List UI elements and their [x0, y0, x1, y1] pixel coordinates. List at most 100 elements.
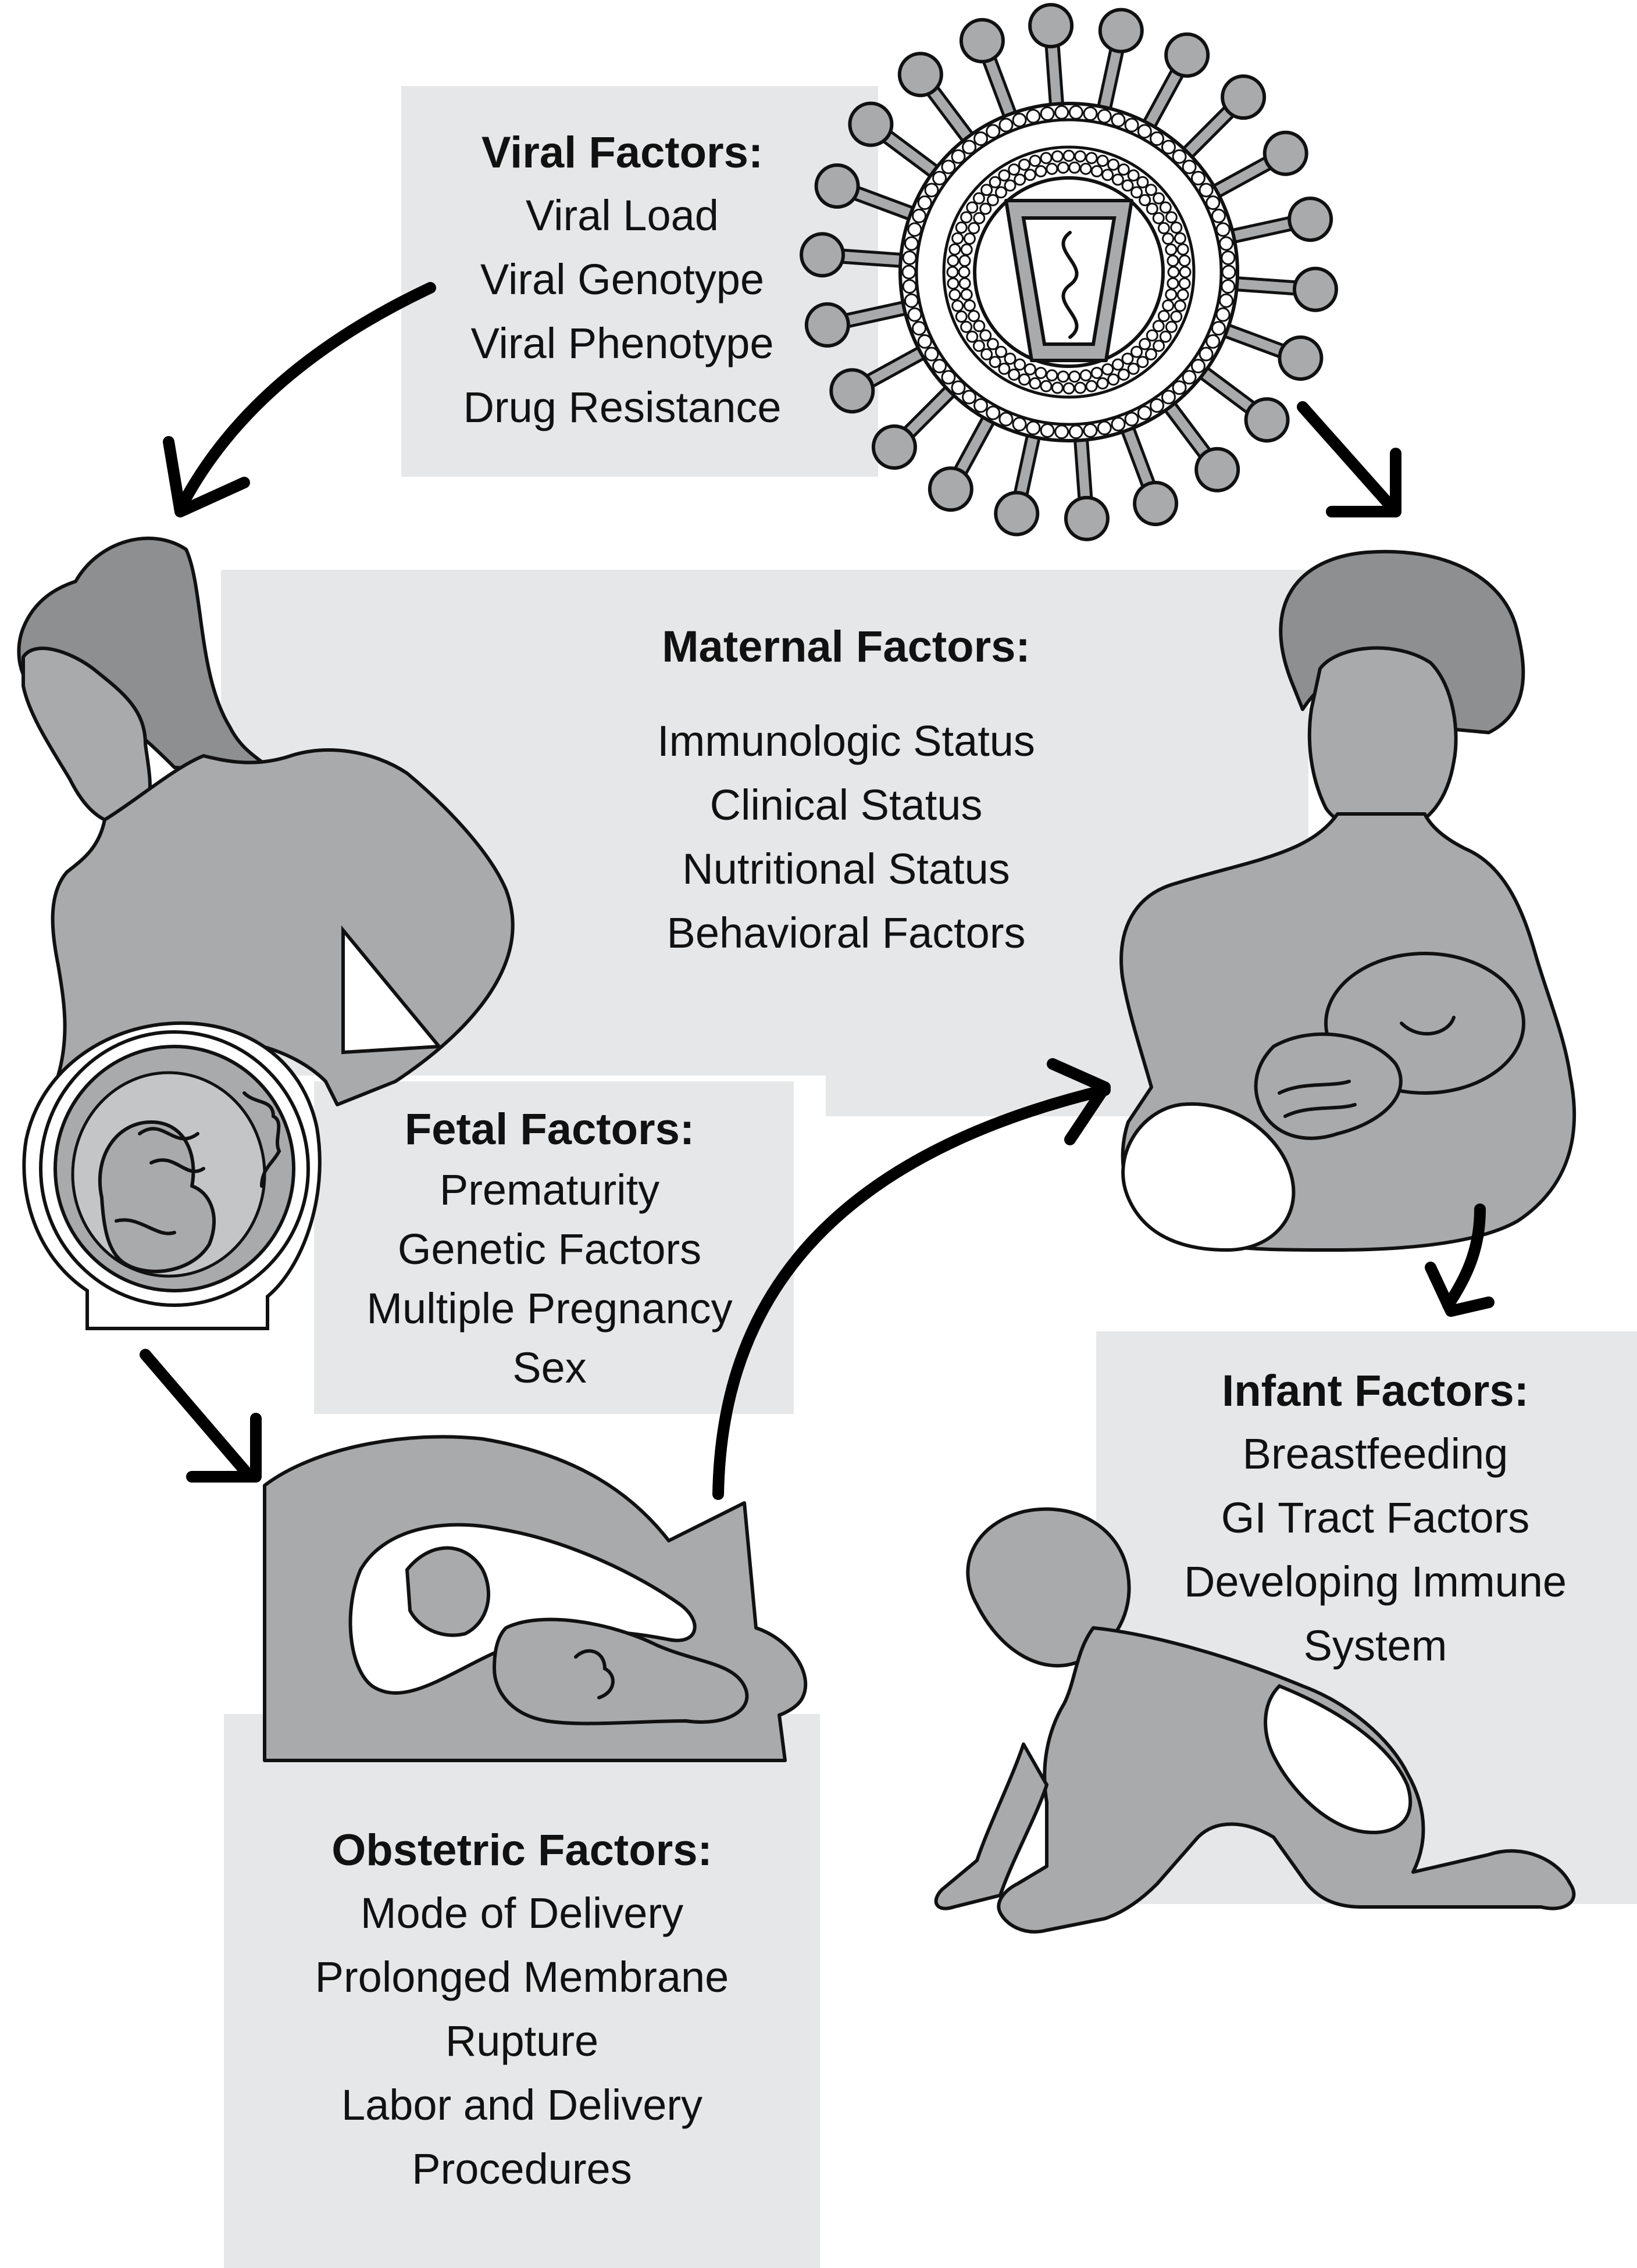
virus-membrane-dot: [1130, 186, 1143, 199]
virus-spike-fill: [1199, 367, 1258, 415]
virus-membrane-dot: [1004, 179, 1017, 192]
virus-membrane-dot: [989, 176, 1001, 188]
virus-spike-fill: [836, 251, 904, 266]
virus-membrane-dot: [1121, 352, 1134, 365]
virus-membrane-dot: [1083, 423, 1098, 438]
virus-spike-fill: [1233, 278, 1301, 293]
virus-spike-fill: [1222, 325, 1289, 358]
crawling-infant-icon: [934, 1507, 1576, 1934]
viral-factors-text: Viral Factors: Viral Load Viral Genotype…: [407, 122, 837, 440]
virus-membrane-dot: [1035, 165, 1047, 178]
virus-membrane-dot: [1149, 398, 1164, 413]
virus-membrane-dot: [979, 202, 992, 215]
virus-membrane-dot: [1161, 390, 1176, 405]
virus-membrane-dot: [951, 299, 964, 312]
virus-membrane-dot: [955, 221, 968, 234]
virus-membrane-dot: [1157, 310, 1170, 323]
virus-membrane-dot: [1068, 161, 1081, 174]
virus-membrane-dot: [1199, 183, 1214, 198]
virus-spike-knob: [1133, 480, 1179, 526]
virus-membrane-dot: [1026, 420, 1041, 435]
infant-factors-title: Infant Factors:: [1222, 1366, 1529, 1416]
maternal-factor-item: Clinical Status: [709, 781, 983, 829]
breastfeeding-mother-icon: [1119, 549, 1577, 1252]
fetal-factor-item: Multiple Pregnancy: [366, 1284, 733, 1333]
virus-spike-knob: [829, 368, 875, 414]
virus-membrane-dot: [1023, 363, 1036, 376]
virus-membrane-dot: [1040, 152, 1053, 165]
virus-membrane-dot: [1153, 192, 1165, 205]
virus-membrane-dot: [1144, 348, 1157, 360]
virus-membrane-dot: [979, 329, 992, 342]
virus-spike-fill: [1122, 426, 1155, 492]
virus-membrane-dot: [986, 124, 1001, 139]
virus-membrane-dot: [1054, 105, 1069, 120]
virus-membrane-dot: [1117, 163, 1130, 176]
virus-membrane-dot: [1219, 293, 1234, 308]
virus-membrane-dot: [1157, 222, 1170, 234]
virus-membrane-dot: [951, 149, 966, 164]
virus-membrane-dot: [907, 307, 922, 322]
virus-membrane-dot: [1111, 358, 1124, 371]
arrow-breastfeeding-mother-to-infant: [1442, 1203, 1486, 1311]
virus-membrane-dot: [1014, 358, 1026, 371]
obstetric-factors-panel: [224, 1714, 820, 2268]
virus-membrane-dot: [1179, 266, 1192, 278]
virus-membrane-dot: [1199, 347, 1214, 362]
virus-spike-fill: [1182, 104, 1237, 158]
virus-membrane-dot: [1121, 179, 1134, 192]
virus-membrane-dot: [1127, 169, 1140, 182]
virus-membrane-dot: [958, 266, 971, 278]
virus-membrane-dot: [1137, 124, 1152, 139]
arrowhead-virus-to-pregnant-woman: [163, 436, 250, 517]
virus-membrane-dot: [1111, 112, 1126, 127]
virus-membrane-dot: [960, 243, 973, 256]
virus-spike-knob: [1164, 32, 1210, 78]
virus-membrane-dot: [963, 233, 976, 245]
virus-membrane-dot: [1172, 380, 1187, 395]
virus-membrane-dot: [1018, 158, 1030, 171]
virus-membrane-dot: [1221, 279, 1236, 294]
virus-spike-knob: [1064, 495, 1110, 541]
virus-spike-fill: [879, 129, 939, 177]
virus-membrane-dot: [963, 299, 976, 312]
infant-factors-text: Infant Factors: Breastfeeding GI Tract F…: [1125, 1360, 1625, 1678]
virus-membrane-dot: [1012, 112, 1027, 127]
virus-membrane-dot: [951, 232, 964, 245]
fetal-factor-item: Genetic Factors: [397, 1225, 702, 1273]
virus-membrane-dot: [980, 184, 993, 197]
fetal-factor-item: Prematurity: [439, 1166, 660, 1214]
virus-membrane-dot: [1176, 288, 1189, 301]
virus-membrane-dot: [1068, 424, 1083, 440]
virus-membrane-dot: [1097, 109, 1112, 124]
virus-membrane-dot: [1085, 380, 1098, 392]
virus-membrane-dot: [1144, 184, 1157, 197]
virus-membrane-dot: [1215, 307, 1231, 322]
virus-membrane-dot: [1178, 277, 1191, 290]
virus-icon: [800, 3, 1338, 541]
virus-membrane-dot: [1139, 338, 1151, 351]
viral-factors-title: Viral Factors:: [481, 128, 764, 177]
virus-membrane-dot: [998, 362, 1011, 375]
virus-membrane-dot: [1096, 377, 1109, 390]
virus-membrane-dot: [1018, 373, 1030, 386]
virus-membrane-dot: [1221, 250, 1236, 265]
virus-membrane-dot: [960, 320, 973, 333]
virus-membrane-dot: [904, 293, 919, 308]
virus-membrane-dot: [1090, 366, 1103, 379]
virus-membrane-dot: [1096, 155, 1109, 167]
virus-membrane-dot: [962, 390, 977, 405]
virus-membrane-dot: [966, 330, 979, 343]
virus-spike-fill: [1229, 217, 1297, 241]
virus-membrane-dot: [1215, 222, 1231, 237]
virus-membrane-dot: [1167, 255, 1179, 267]
virus-membrane-dot: [1023, 169, 1036, 181]
virus-membrane-dot: [960, 288, 973, 301]
virus-membrane-dot: [1040, 380, 1053, 392]
virus-spike-knob: [1244, 397, 1290, 443]
pregnant-woman-icon: [17, 536, 515, 1330]
virus-membrane-dot: [902, 250, 917, 265]
virus-membrane-dot: [958, 255, 971, 267]
maternal-factor-item: Nutritional Status: [682, 845, 1010, 893]
